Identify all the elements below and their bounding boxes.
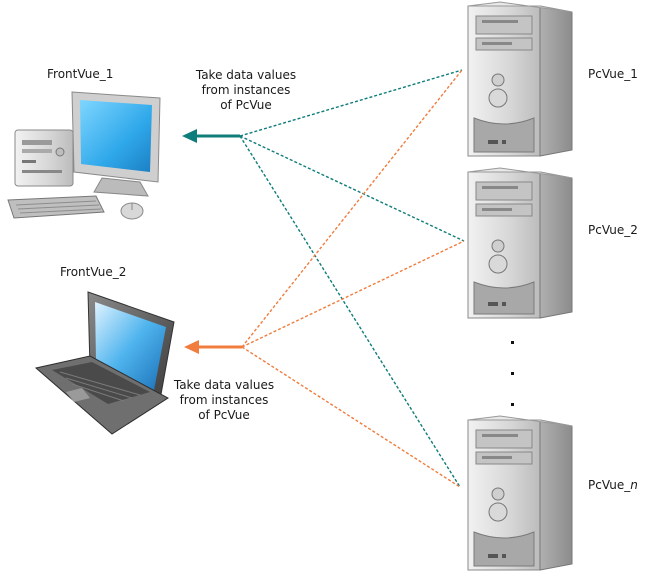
orange-line-to-pcvue-n — [241, 346, 461, 488]
pcvue-1-label: PcVue_1 — [588, 67, 638, 81]
ellipsis-dot — [511, 341, 514, 344]
teal-connections — [239, 69, 465, 488]
caption-line: from instances — [179, 393, 269, 407]
orange-line-to-pcvue-2 — [241, 240, 465, 348]
caption-line: of PcVue — [198, 408, 250, 422]
server-tower-icon-2 — [467, 167, 573, 319]
server-tower-icon-1 — [467, 1, 573, 157]
frontvue-2-label: FrontVue_2 — [60, 265, 127, 279]
pcvue-n-label: PcVue_n — [588, 478, 638, 492]
teal-arrow — [182, 129, 240, 143]
caption-line: Take data values — [195, 68, 297, 82]
frontvue-2-caption: Take data values from instances of PcVue — [158, 378, 290, 423]
teal-line-to-pcvue-2 — [239, 135, 465, 242]
ellipsis-dot — [511, 372, 514, 375]
frontvue-1-caption: Take data values from instances of PcVue — [180, 68, 312, 113]
pcvue-n-prefix: PcVue_ — [588, 478, 631, 492]
frontvue-1-label: FrontVue_1 — [47, 67, 114, 81]
server-tower-icon-n — [467, 415, 573, 571]
caption-line: from instances — [201, 83, 291, 97]
orange-connections — [241, 69, 465, 488]
orange-line-to-pcvue-1 — [241, 69, 463, 348]
pcvue-n-suffix: n — [630, 478, 638, 492]
orange-arrow — [184, 340, 242, 354]
desktop-computer-icon — [7, 91, 161, 220]
laptop-computer-icon — [34, 291, 175, 435]
caption-line: of PcVue — [220, 98, 272, 112]
teal-line-to-pcvue-n — [239, 135, 461, 488]
teal-line-to-pcvue-1 — [239, 69, 463, 137]
ellipsis-dot — [511, 403, 514, 406]
caption-line: Take data values — [173, 378, 275, 392]
pcvue-2-label: PcVue_2 — [588, 223, 638, 237]
